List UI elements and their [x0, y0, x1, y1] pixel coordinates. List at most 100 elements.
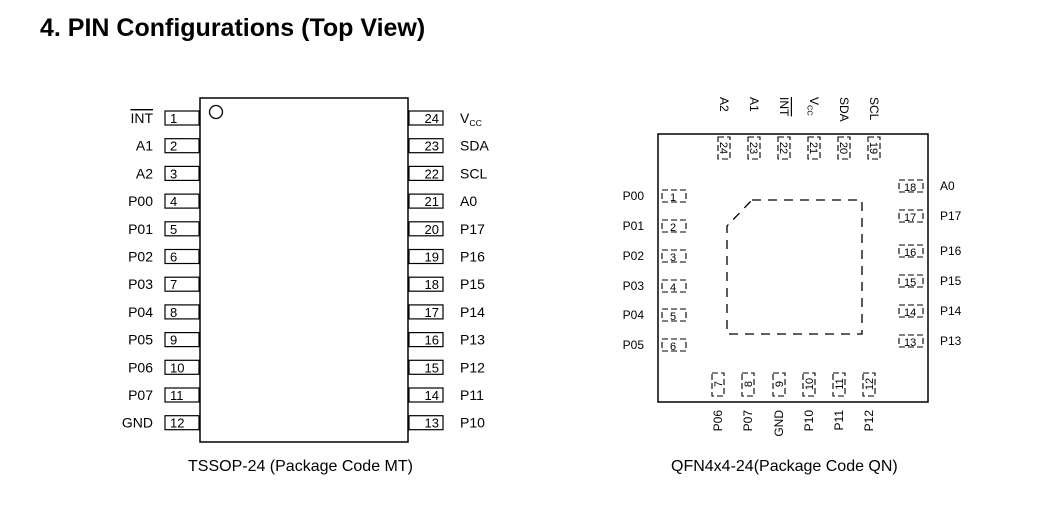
- pin-number-7: 7: [170, 277, 177, 292]
- tssop-pin-13: [408, 415, 444, 431]
- pin-label-sda: SDA: [460, 138, 489, 154]
- pin-number-9: 9: [774, 381, 786, 387]
- pin-label-vcc: VCC: [805, 97, 821, 116]
- pin-number-10: 10: [804, 378, 816, 390]
- pin-label-p17: P17: [460, 221, 485, 237]
- pin-label-p07: P07: [128, 387, 153, 403]
- pin-label-sda: SDA: [837, 97, 851, 122]
- pin-number-15: 15: [425, 360, 439, 375]
- pin-number-1: 1: [170, 111, 177, 126]
- tssop-pin-23: [408, 138, 444, 154]
- pin-number-18: 18: [425, 277, 439, 292]
- pin-number-6: 6: [670, 341, 676, 353]
- tssop-pin-18: [408, 276, 444, 292]
- pin-number-4: 4: [670, 282, 676, 294]
- qfn-caption: QFN4x4-24(Package Code QN): [671, 458, 898, 475]
- pin-number-10: 10: [170, 360, 184, 375]
- tssop-left-pins: 1INT2A13A24P005P016P027P038P049P0510P061…: [122, 110, 200, 431]
- pin-label-a2: A2: [136, 165, 153, 181]
- pin-number-22: 22: [777, 142, 789, 154]
- pin-number-20: 20: [425, 222, 439, 237]
- pin-number-23: 23: [747, 142, 759, 154]
- qfn-pin-12: [862, 372, 876, 397]
- pin-label-gnd: GND: [772, 410, 786, 437]
- pin-label-a1: A1: [747, 97, 761, 112]
- pin-label-p05: P05: [623, 338, 645, 352]
- pin-number-12: 12: [864, 378, 876, 390]
- pin-label-p07: P07: [741, 410, 755, 432]
- qfn-pin-7: [711, 372, 725, 397]
- tssop-pin-3: [164, 165, 200, 181]
- tssop-pin-7: [164, 276, 200, 292]
- qfn-package-body: [657, 133, 929, 403]
- pin-number-23: 23: [425, 139, 439, 154]
- pin-number-16: 16: [425, 333, 439, 348]
- pin-label-p17: P17: [940, 209, 962, 223]
- pin-number-19: 19: [425, 250, 439, 265]
- qfn-pin-15: [898, 274, 924, 288]
- pin-number-7: 7: [713, 381, 725, 387]
- tssop-package-body: [199, 97, 409, 443]
- pin-label-p06: P06: [128, 359, 153, 375]
- qfn-pin-14: [898, 304, 924, 318]
- pin-label-p04: P04: [128, 304, 153, 320]
- pin-label-p13: P13: [460, 332, 485, 348]
- pin-label-a0: A0: [940, 179, 955, 193]
- qfn-pin-19: [867, 136, 881, 160]
- tssop-pin-20: [408, 221, 444, 237]
- pin-label-p04: P04: [623, 308, 645, 322]
- pin-number-11: 11: [170, 388, 184, 403]
- pin-number-11: 11: [834, 378, 846, 389]
- tssop-pin-21: [408, 193, 444, 209]
- tssop-pin-5: [164, 221, 200, 237]
- tssop-pin-11: [164, 387, 200, 403]
- qfn-pin-21: [807, 136, 821, 160]
- pin-number-9: 9: [170, 333, 177, 348]
- tssop-pin-15: [408, 359, 444, 375]
- pin-label-p02: P02: [623, 249, 645, 263]
- qfn-pin-6: [661, 338, 687, 352]
- pin-number-12: 12: [170, 416, 184, 431]
- pin-number-22: 22: [425, 166, 439, 181]
- pin-label-p12: P12: [862, 410, 876, 432]
- pin-label-int: INT: [130, 110, 153, 126]
- pin-label-p00: P00: [128, 193, 153, 209]
- pin-number-15: 15: [904, 277, 916, 289]
- pin-label-p15: P15: [460, 276, 485, 292]
- tssop-pin-6: [164, 248, 200, 265]
- qfn-pin-22: [777, 136, 791, 160]
- pin-number-24: 24: [717, 142, 729, 154]
- pin-number-8: 8: [743, 381, 755, 387]
- pin-number-24: 24: [425, 111, 439, 126]
- pin-label-gnd: GND: [122, 415, 153, 431]
- qfn-pin-2: [661, 219, 687, 233]
- pin-number-4: 4: [170, 194, 177, 209]
- tssop-pin-10: [164, 359, 200, 375]
- tssop-pin-22: [408, 165, 444, 181]
- qfn-pin-13: [898, 334, 924, 348]
- qfn-pin-9: [772, 372, 786, 397]
- pin-label-p05: P05: [128, 332, 153, 348]
- pin-label-p14: P14: [940, 304, 962, 318]
- qfn-pin-4: [661, 279, 687, 293]
- pin-number-3: 3: [170, 166, 177, 181]
- pin-number-17: 17: [425, 305, 439, 320]
- pin-number-1: 1: [670, 192, 676, 204]
- pin-number-14: 14: [425, 388, 439, 403]
- pin-label-scl: SCL: [867, 97, 881, 121]
- pin-label-p03: P03: [128, 276, 153, 292]
- pin-label-a2: A2: [717, 97, 731, 112]
- pin-label-a1: A1: [136, 138, 153, 154]
- pin-label-p16: P16: [940, 244, 962, 258]
- pin-label-p16: P16: [460, 249, 485, 265]
- pin-number-13: 13: [904, 337, 916, 349]
- pin-label-p10: P10: [802, 410, 816, 432]
- pin-number-6: 6: [170, 250, 177, 265]
- pin-label-p11: P11: [460, 387, 484, 403]
- tssop-pin-14: [408, 387, 444, 403]
- pin-label-p14: P14: [460, 304, 485, 320]
- pin-label-p01: P01: [623, 219, 645, 233]
